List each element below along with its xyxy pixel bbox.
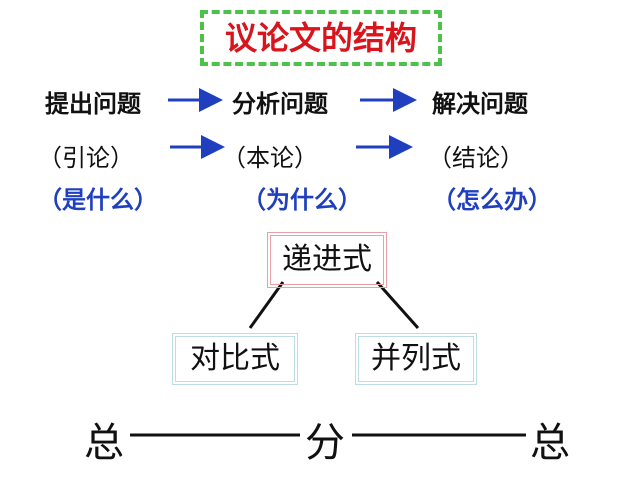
page-title: 议论文的结构 bbox=[224, 19, 417, 57]
division-middle: 分 bbox=[305, 420, 345, 466]
step-solve: 解决问题 bbox=[432, 90, 528, 118]
step-analyze: 分析问题 bbox=[232, 90, 328, 118]
question-why: （为什么） bbox=[242, 186, 362, 214]
part-body: （本论） bbox=[222, 144, 318, 172]
tree-line-left bbox=[248, 281, 285, 329]
question-what: （是什么） bbox=[38, 186, 158, 214]
part-conclusion: （结论） bbox=[428, 144, 524, 172]
box-parallel: 并列式 bbox=[355, 333, 477, 385]
box-progressive: 递进式 bbox=[267, 232, 387, 288]
question-how: （怎么办） bbox=[432, 186, 552, 214]
box-contrast: 对比式 bbox=[172, 333, 298, 385]
step-propose: 提出问题 bbox=[45, 90, 141, 118]
tree-line-right bbox=[375, 281, 420, 329]
part-intro: （引论） bbox=[38, 144, 134, 172]
total-left: 总 bbox=[84, 420, 124, 466]
total-right: 总 bbox=[530, 420, 570, 466]
title-frame bbox=[200, 10, 442, 66]
